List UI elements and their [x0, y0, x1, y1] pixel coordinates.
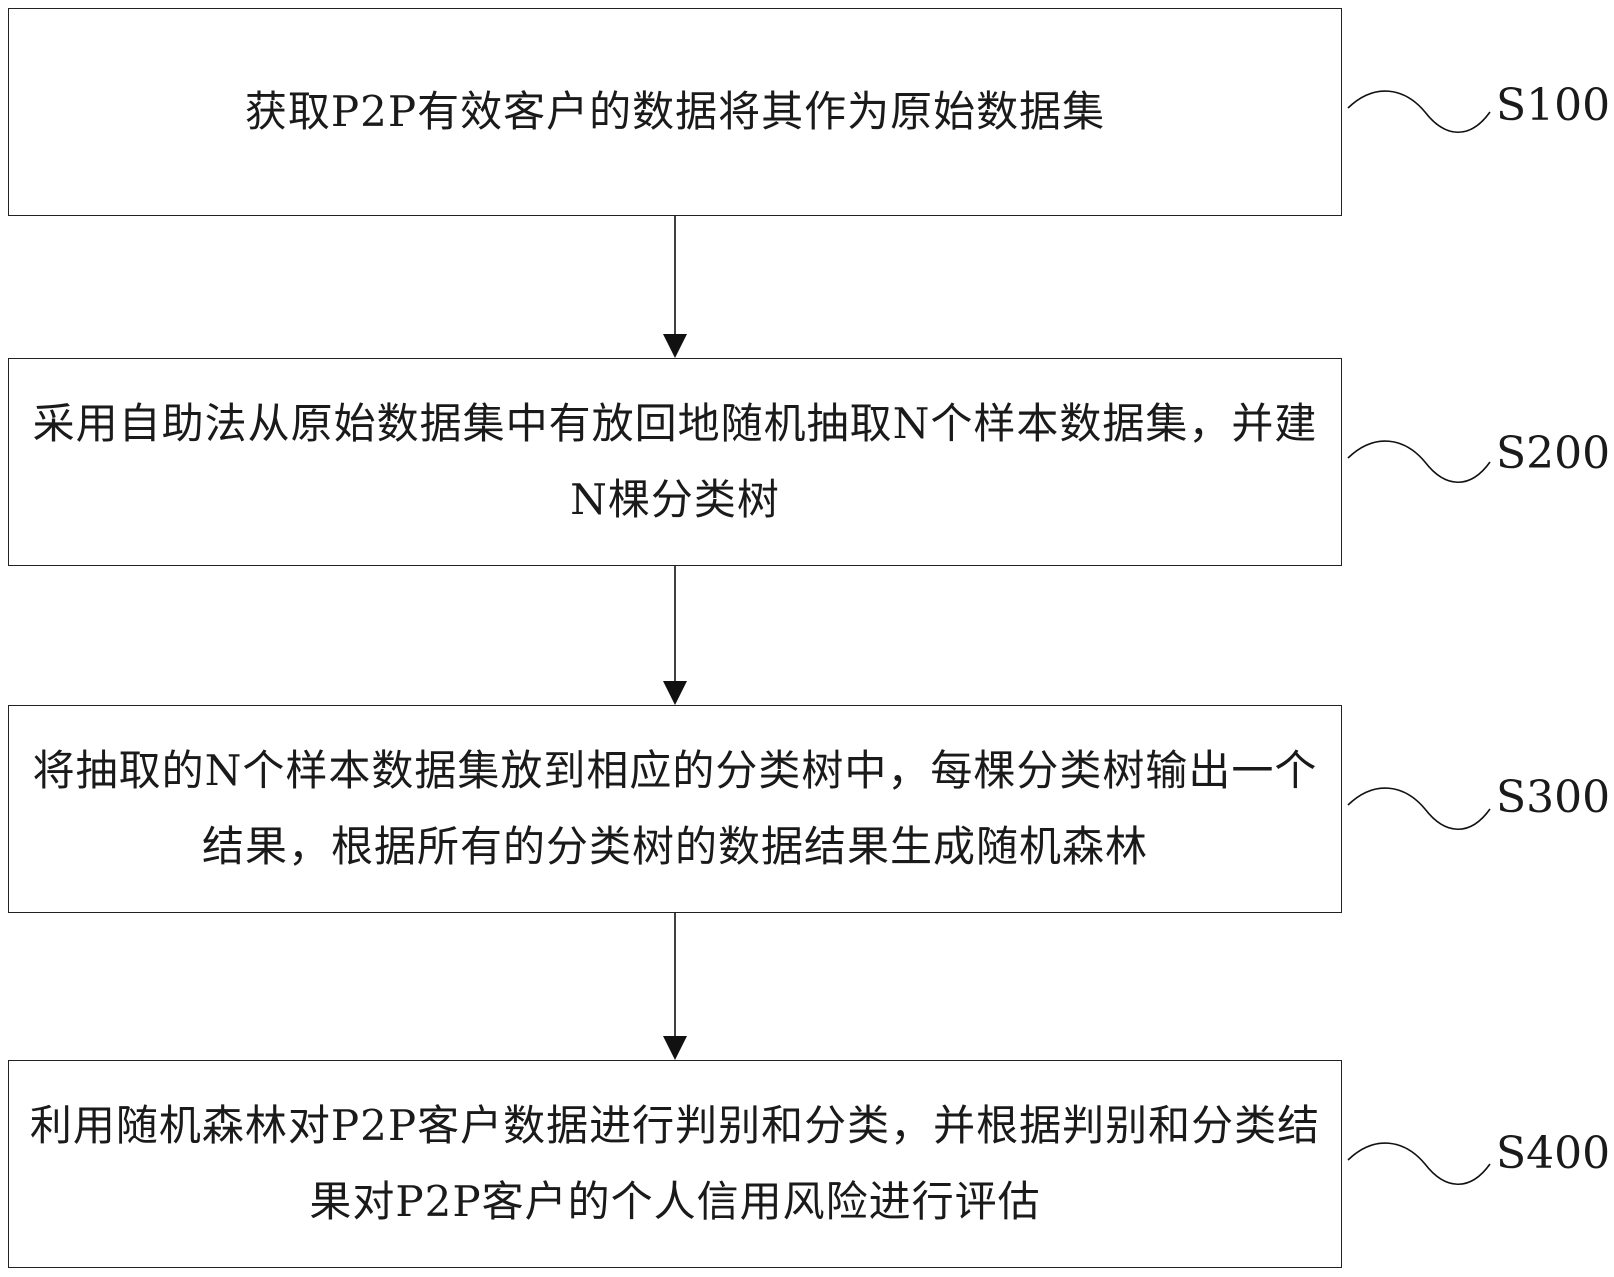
leader-squiggle-s300: [1347, 787, 1491, 831]
step-text-s200: 采用自助法从原始数据集中有放回地随机抽取N个样本数据集，并建N棵分类树: [32, 399, 1318, 524]
arrowhead-s200-s300: [663, 681, 687, 705]
step-text-s100: 获取P2P有效客户的数据将其作为原始数据集: [244, 87, 1106, 136]
step-label-s100: S100: [1496, 80, 1611, 131]
arrowhead-s100-s200: [663, 334, 687, 358]
step-box-s300: 将抽取的N个样本数据集放到相应的分类树中，每棵分类树输出一个结果，根据所有的分类…: [8, 705, 1342, 913]
step-box-s200: 采用自助法从原始数据集中有放回地随机抽取N个样本数据集，并建N棵分类树: [8, 358, 1342, 566]
step-box-s100: 获取P2P有效客户的数据将其作为原始数据集: [8, 8, 1342, 216]
step-label-s200: S200: [1496, 428, 1611, 479]
step-label-s300: S300: [1496, 772, 1611, 823]
step-text-s300: 将抽取的N个样本数据集放到相应的分类树中，每棵分类树输出一个结果，根据所有的分类…: [32, 746, 1318, 871]
step-box-s400: 利用随机森林对P2P客户数据进行判别和分类，并根据判别和分类结果对P2P客户的个…: [8, 1060, 1342, 1268]
leader-squiggle-s400: [1347, 1142, 1491, 1186]
leader-squiggle-s200: [1347, 440, 1491, 484]
step-label-s400: S400: [1496, 1128, 1611, 1179]
step-text-s400: 利用随机森林对P2P客户数据进行判别和分类，并根据判别和分类结果对P2P客户的个…: [29, 1101, 1321, 1226]
leader-squiggle-s100: [1347, 90, 1491, 134]
arrowhead-s300-s400: [663, 1036, 687, 1060]
